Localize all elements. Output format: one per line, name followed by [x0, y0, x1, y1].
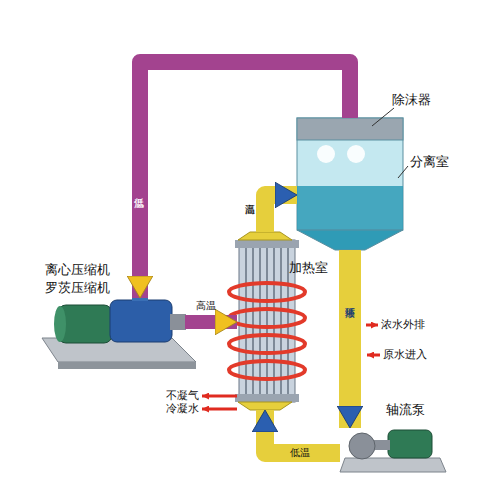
heater-bottom-head [238, 402, 292, 410]
inlet-arrow [367, 354, 380, 357]
part-label: 加热室 [289, 260, 328, 276]
pipe-connector [265, 410, 340, 453]
tube-sheet [235, 394, 299, 402]
tube [287, 248, 289, 394]
part-label: 分离室 [410, 154, 449, 170]
separator-cone [297, 230, 403, 250]
stream-label: 浓水外排 [381, 318, 425, 331]
leader-line [398, 166, 408, 178]
tube [245, 248, 247, 394]
pump-housing [349, 433, 375, 459]
spray [347, 145, 365, 163]
spray [317, 145, 335, 163]
heater-top-head [238, 232, 292, 240]
coil-turn [229, 283, 305, 301]
base-plate-edge [58, 362, 196, 369]
separator-shell [297, 118, 403, 230]
part-label: 轴流泵 [386, 402, 425, 418]
liquid [297, 186, 403, 230]
tube [280, 248, 282, 394]
part-label: 离心压缩机 [45, 262, 110, 278]
pipe-connector [185, 315, 237, 329]
demister-pad [297, 118, 403, 140]
stream-label: 不凝气 [166, 389, 199, 402]
demister: 除沫器 [297, 118, 403, 140]
tube [252, 248, 254, 394]
leader-line [372, 108, 394, 126]
part-label: 除沫器 [392, 92, 431, 108]
coil-turn [229, 309, 305, 327]
condensate-arrow [202, 408, 237, 411]
tube [273, 248, 275, 394]
coil-turn [229, 335, 305, 353]
stream-label: 原水进入 [383, 348, 427, 361]
separator-chamber: 分离室除沫器 [297, 118, 403, 250]
pipe-label: 高温 [196, 300, 216, 311]
blower [110, 300, 172, 342]
outlet-flange [170, 314, 186, 330]
motor [58, 305, 112, 343]
coil-turn [229, 361, 305, 379]
stream-label: 冷凝水 [166, 402, 199, 415]
outlet-arrow [366, 324, 378, 327]
part-label: 罗茨压缩机 [45, 280, 110, 296]
tube-sheet [235, 240, 299, 248]
compressor: 离心压缩机罗茨压缩机 [50, 298, 185, 348]
pipe-label: 低温 [290, 447, 310, 458]
pipe-connector [265, 195, 297, 232]
tube-bundle [246, 248, 288, 394]
pump-base [340, 458, 446, 472]
heating-chamber: 加热室 [237, 232, 297, 410]
heating-coil [229, 283, 305, 379]
pump-motor [388, 430, 432, 458]
axial-pump: 轴流泵 [340, 428, 435, 470]
tube [266, 248, 268, 394]
motor-end [54, 306, 66, 342]
tube [259, 248, 261, 394]
pipe-connector [140, 62, 350, 298]
pipe-connector [339, 250, 361, 428]
vent-arrow [202, 395, 237, 398]
